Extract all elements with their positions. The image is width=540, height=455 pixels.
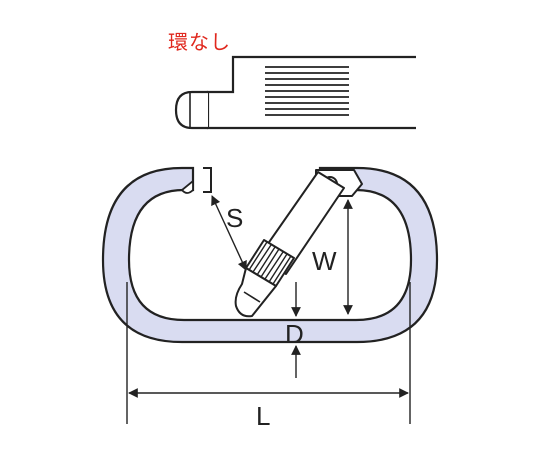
side-view (174, 55, 416, 130)
label-w: W (312, 246, 337, 276)
hook-tip (203, 167, 212, 193)
sleeve-knurl (248, 241, 292, 285)
side-view-nose (174, 90, 208, 130)
gate (234, 169, 363, 318)
label-l: L (256, 401, 270, 431)
dim-s-line (211, 195, 247, 271)
variant-caption: 環なし (168, 30, 231, 54)
gate-nose (234, 267, 277, 318)
carabiner-body (101, 166, 439, 344)
hook-notch (180, 179, 194, 194)
label-d: D (285, 319, 304, 349)
dimension-lines (126, 195, 411, 424)
gate-nose-line (243, 291, 261, 303)
carabiner-ring (101, 166, 439, 344)
side-view-ribs (265, 66, 349, 116)
label-s: S (226, 203, 243, 233)
